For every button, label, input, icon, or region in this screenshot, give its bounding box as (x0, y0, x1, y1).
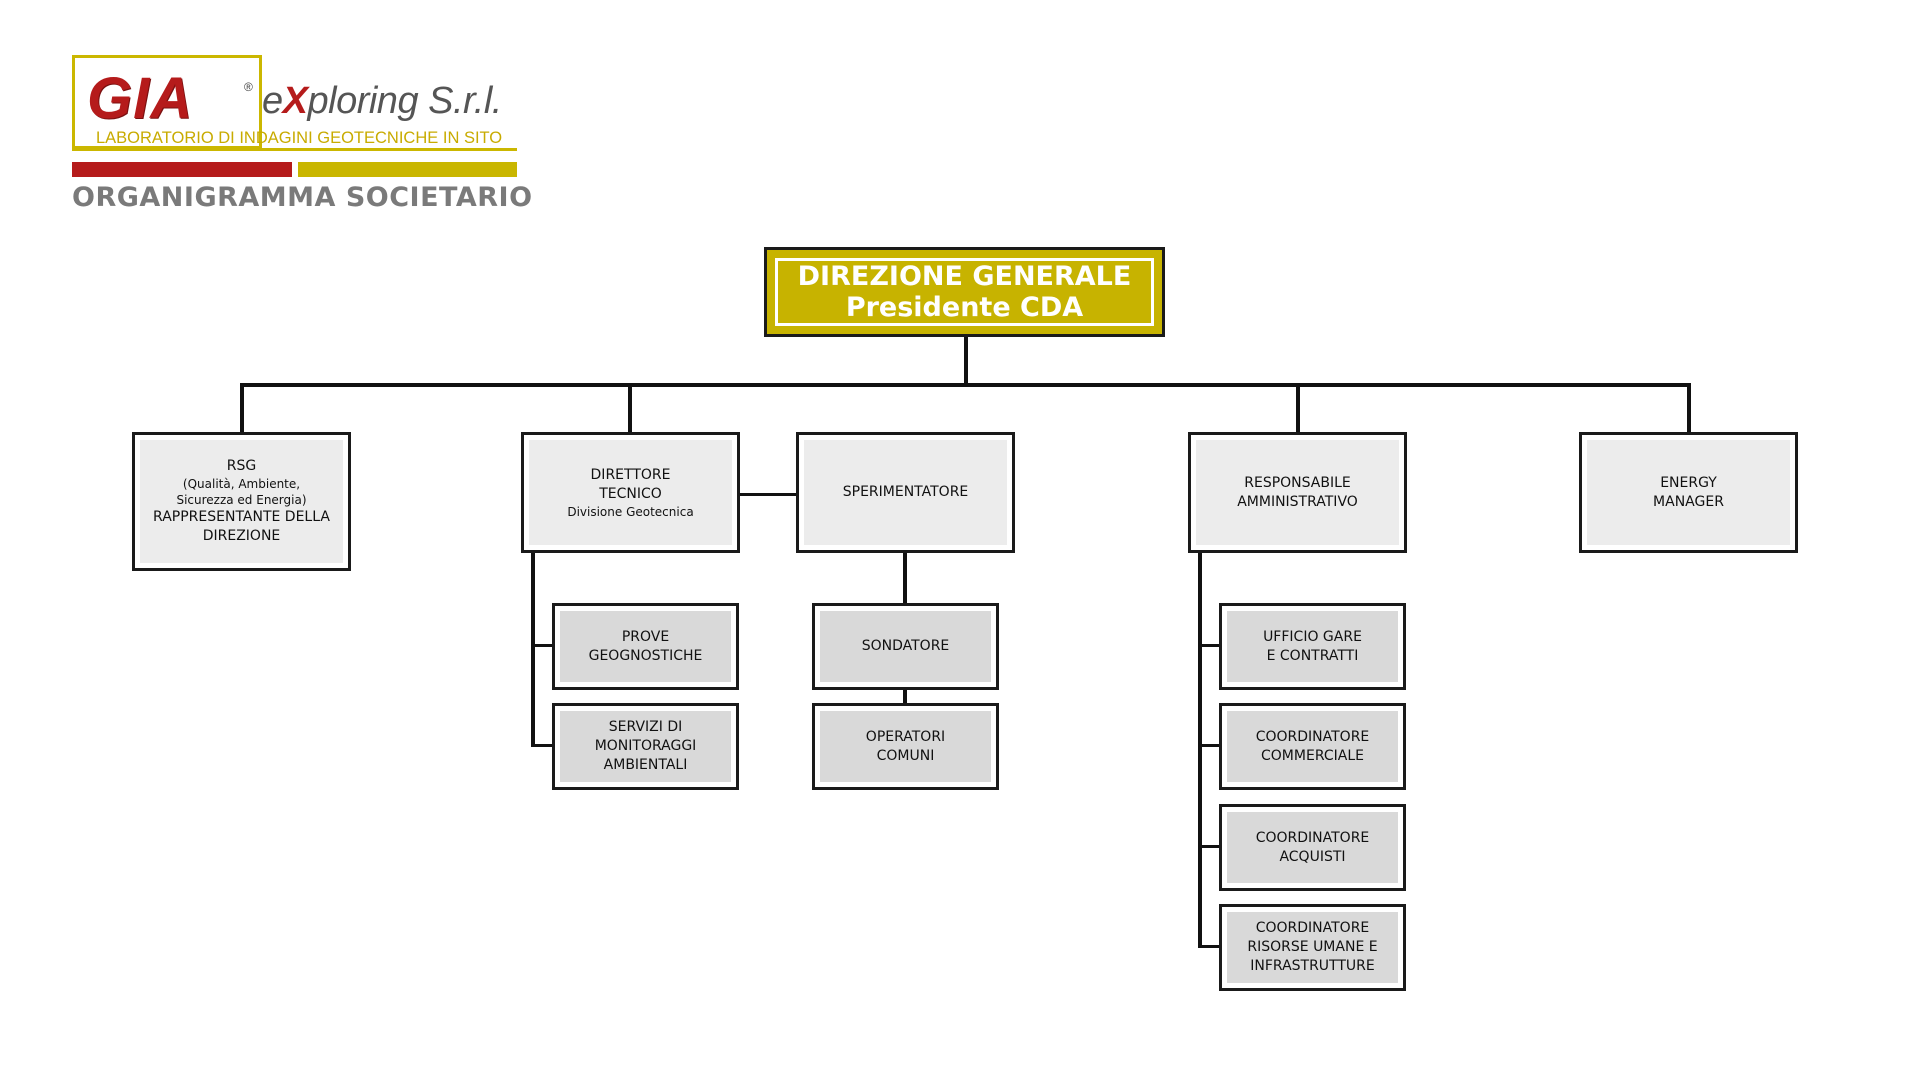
connector-sperimentatore-sondatore (903, 550, 907, 604)
presidente-cda-label: Presidente CDA (845, 292, 1084, 323)
node-direzione-generale: DIREZIONE GENERALE Presidente CDA (764, 247, 1165, 337)
coord-risorse-label-3: INFRASTRUTTURE (1250, 958, 1375, 974)
coord-risorse-label-1: COORDINATORE (1255, 920, 1370, 936)
ufficio-label-2: E CONTRATTI (1266, 647, 1359, 664)
coord-commerciale-label-2: COMMERCIALE (1261, 747, 1364, 764)
connector-to-coord-risorse (1198, 945, 1221, 948)
coord-acquisti-label-2: ACQUISTI (1279, 848, 1346, 865)
coord-risorse-label-2: RISORSE UMANE E (1247, 939, 1378, 955)
node-servizi-inner: SERVIZI DI MONITORAGGI AMBIENTALI (560, 711, 731, 782)
responsabile-label-1: RESPONSABILE (1244, 474, 1351, 491)
energy-label-2: MANAGER (1653, 493, 1724, 510)
connector-to-coord-commerciale (1198, 744, 1221, 747)
rsg-label: RSG (226, 458, 257, 474)
registered-mark: ® (244, 80, 253, 94)
connector-to-prove (531, 644, 554, 647)
connector-drop-direttore (628, 383, 632, 435)
node-responsabile-amministrativo: RESPONSABILE AMMINISTRATIVO (1188, 432, 1407, 553)
company-name-x: X (282, 80, 308, 122)
sondatore-label: SONDATORE (861, 638, 950, 654)
node-energy-manager: ENERGY MANAGER (1579, 432, 1798, 553)
rsg-role-1: RAPPRESENTANTE DELLA (153, 509, 330, 525)
node-operatori-comuni: OPERATORI COMUNI (812, 703, 999, 790)
direttore-label-1: DIRETTORE (590, 466, 671, 483)
node-coord-commerciale-inner: COORDINATORE COMMERCIALE (1227, 711, 1398, 782)
node-energy-manager-inner: ENERGY MANAGER (1587, 440, 1790, 545)
gold-divider-bar (298, 162, 517, 177)
connector-responsabile-vertical (1198, 550, 1202, 948)
company-name: eXploring S.r.l. (262, 80, 502, 123)
node-prove-inner: PROVE GEOGNOSTICHE (560, 611, 731, 682)
servizi-label-3: AMBIENTALI (603, 757, 688, 773)
page-title: ORGANIGRAMMA SOCIETARIO (72, 182, 533, 213)
direttore-division: Divisione Geotecnica (567, 504, 694, 519)
prove-label-2: GEOGNOSTICHE (588, 647, 703, 664)
node-operatori-inner: OPERATORI COMUNI (820, 711, 991, 782)
connector-main-horizontal (240, 383, 1691, 387)
node-prove-geognostiche: PROVE GEOGNOSTICHE (552, 603, 739, 690)
connector-drop-responsabile (1296, 383, 1300, 435)
servizi-label-1: SERVIZI DI (608, 719, 683, 735)
connector-sondatore-operatori (903, 688, 907, 705)
node-responsabile-inner: RESPONSABILE AMMINISTRATIVO (1196, 440, 1399, 545)
rsg-detail-2: Sicurezza ed Energia) (176, 493, 307, 507)
node-rsg: RSG (Qualità, Ambiente, Sicurezza ed Ene… (132, 432, 351, 571)
direzione-generale-label: DIREZIONE GENERALE (797, 261, 1132, 292)
connector-drop-energy (1687, 383, 1691, 435)
rsg-role-2: DIREZIONE (202, 528, 281, 544)
connector-to-servizi (531, 744, 554, 747)
connector-drop-rsg (240, 383, 244, 435)
node-ufficio-gare: UFFICIO GARE E CONTRATTI (1219, 603, 1406, 690)
node-ufficio-inner: UFFICIO GARE E CONTRATTI (1227, 611, 1398, 682)
logo-underline (72, 148, 517, 151)
company-logo: GIA (72, 55, 262, 149)
logo-gia-text: GIA (87, 66, 194, 131)
node-direttore-tecnico: DIRETTORE TECNICO Divisione Geotecnica (521, 432, 740, 553)
servizi-label-2: MONITORAGGI (594, 738, 697, 754)
node-coord-acquisti-inner: COORDINATORE ACQUISTI (1227, 812, 1398, 883)
connector-direttore-sperimentatore (737, 493, 799, 496)
node-sondatore: SONDATORE (812, 603, 999, 690)
sperimentatore-label: SPERIMENTATORE (842, 484, 969, 500)
node-coordinatore-commerciale: COORDINATORE COMMERCIALE (1219, 703, 1406, 790)
node-coordinatore-risorse-umane: COORDINATORE RISORSE UMANE E INFRASTRUTT… (1219, 904, 1406, 991)
node-coordinatore-acquisti: COORDINATORE ACQUISTI (1219, 804, 1406, 891)
node-direzione-generale-inner: DIREZIONE GENERALE Presidente CDA (775, 258, 1154, 326)
prove-label-1: PROVE (621, 628, 670, 645)
node-sondatore-inner: SONDATORE (820, 611, 991, 682)
connector-direttore-vertical (531, 550, 535, 747)
node-sperimentatore-inner: SPERIMENTATORE (804, 440, 1007, 545)
node-coord-risorse-inner: COORDINATORE RISORSE UMANE E INFRASTRUTT… (1227, 912, 1398, 983)
node-rsg-inner: RSG (Qualità, Ambiente, Sicurezza ed Ene… (140, 440, 343, 563)
coord-acquisti-label-1: COORDINATORE (1255, 829, 1370, 846)
direttore-label-2: TECNICO (599, 485, 662, 502)
ufficio-label-1: UFFICIO GARE (1263, 628, 1362, 645)
node-sperimentatore: SPERIMENTATORE (796, 432, 1015, 553)
company-tagline: LABORATORIO DI INDAGINI GEOTECNICHE IN S… (96, 129, 503, 147)
connector-root-stem (964, 335, 968, 385)
rsg-detail-1: (Qualità, Ambiente, (182, 477, 301, 491)
red-divider-bar (72, 162, 292, 177)
connector-to-ufficio (1198, 644, 1221, 647)
responsabile-label-2: AMMINISTRATIVO (1237, 493, 1358, 510)
connector-to-coord-acquisti (1198, 845, 1221, 848)
coord-commerciale-label-1: COORDINATORE (1255, 728, 1370, 745)
company-name-prefix: e (262, 80, 283, 122)
operatori-label-1: OPERATORI (865, 728, 946, 745)
company-name-rest: ploring S.r.l. (307, 80, 503, 122)
node-servizi-monitoraggi: SERVIZI DI MONITORAGGI AMBIENTALI (552, 703, 739, 790)
operatori-label-2: COMUNI (876, 747, 935, 764)
node-direttore-tecnico-inner: DIRETTORE TECNICO Divisione Geotecnica (529, 440, 732, 545)
energy-label-1: ENERGY (1660, 474, 1717, 491)
